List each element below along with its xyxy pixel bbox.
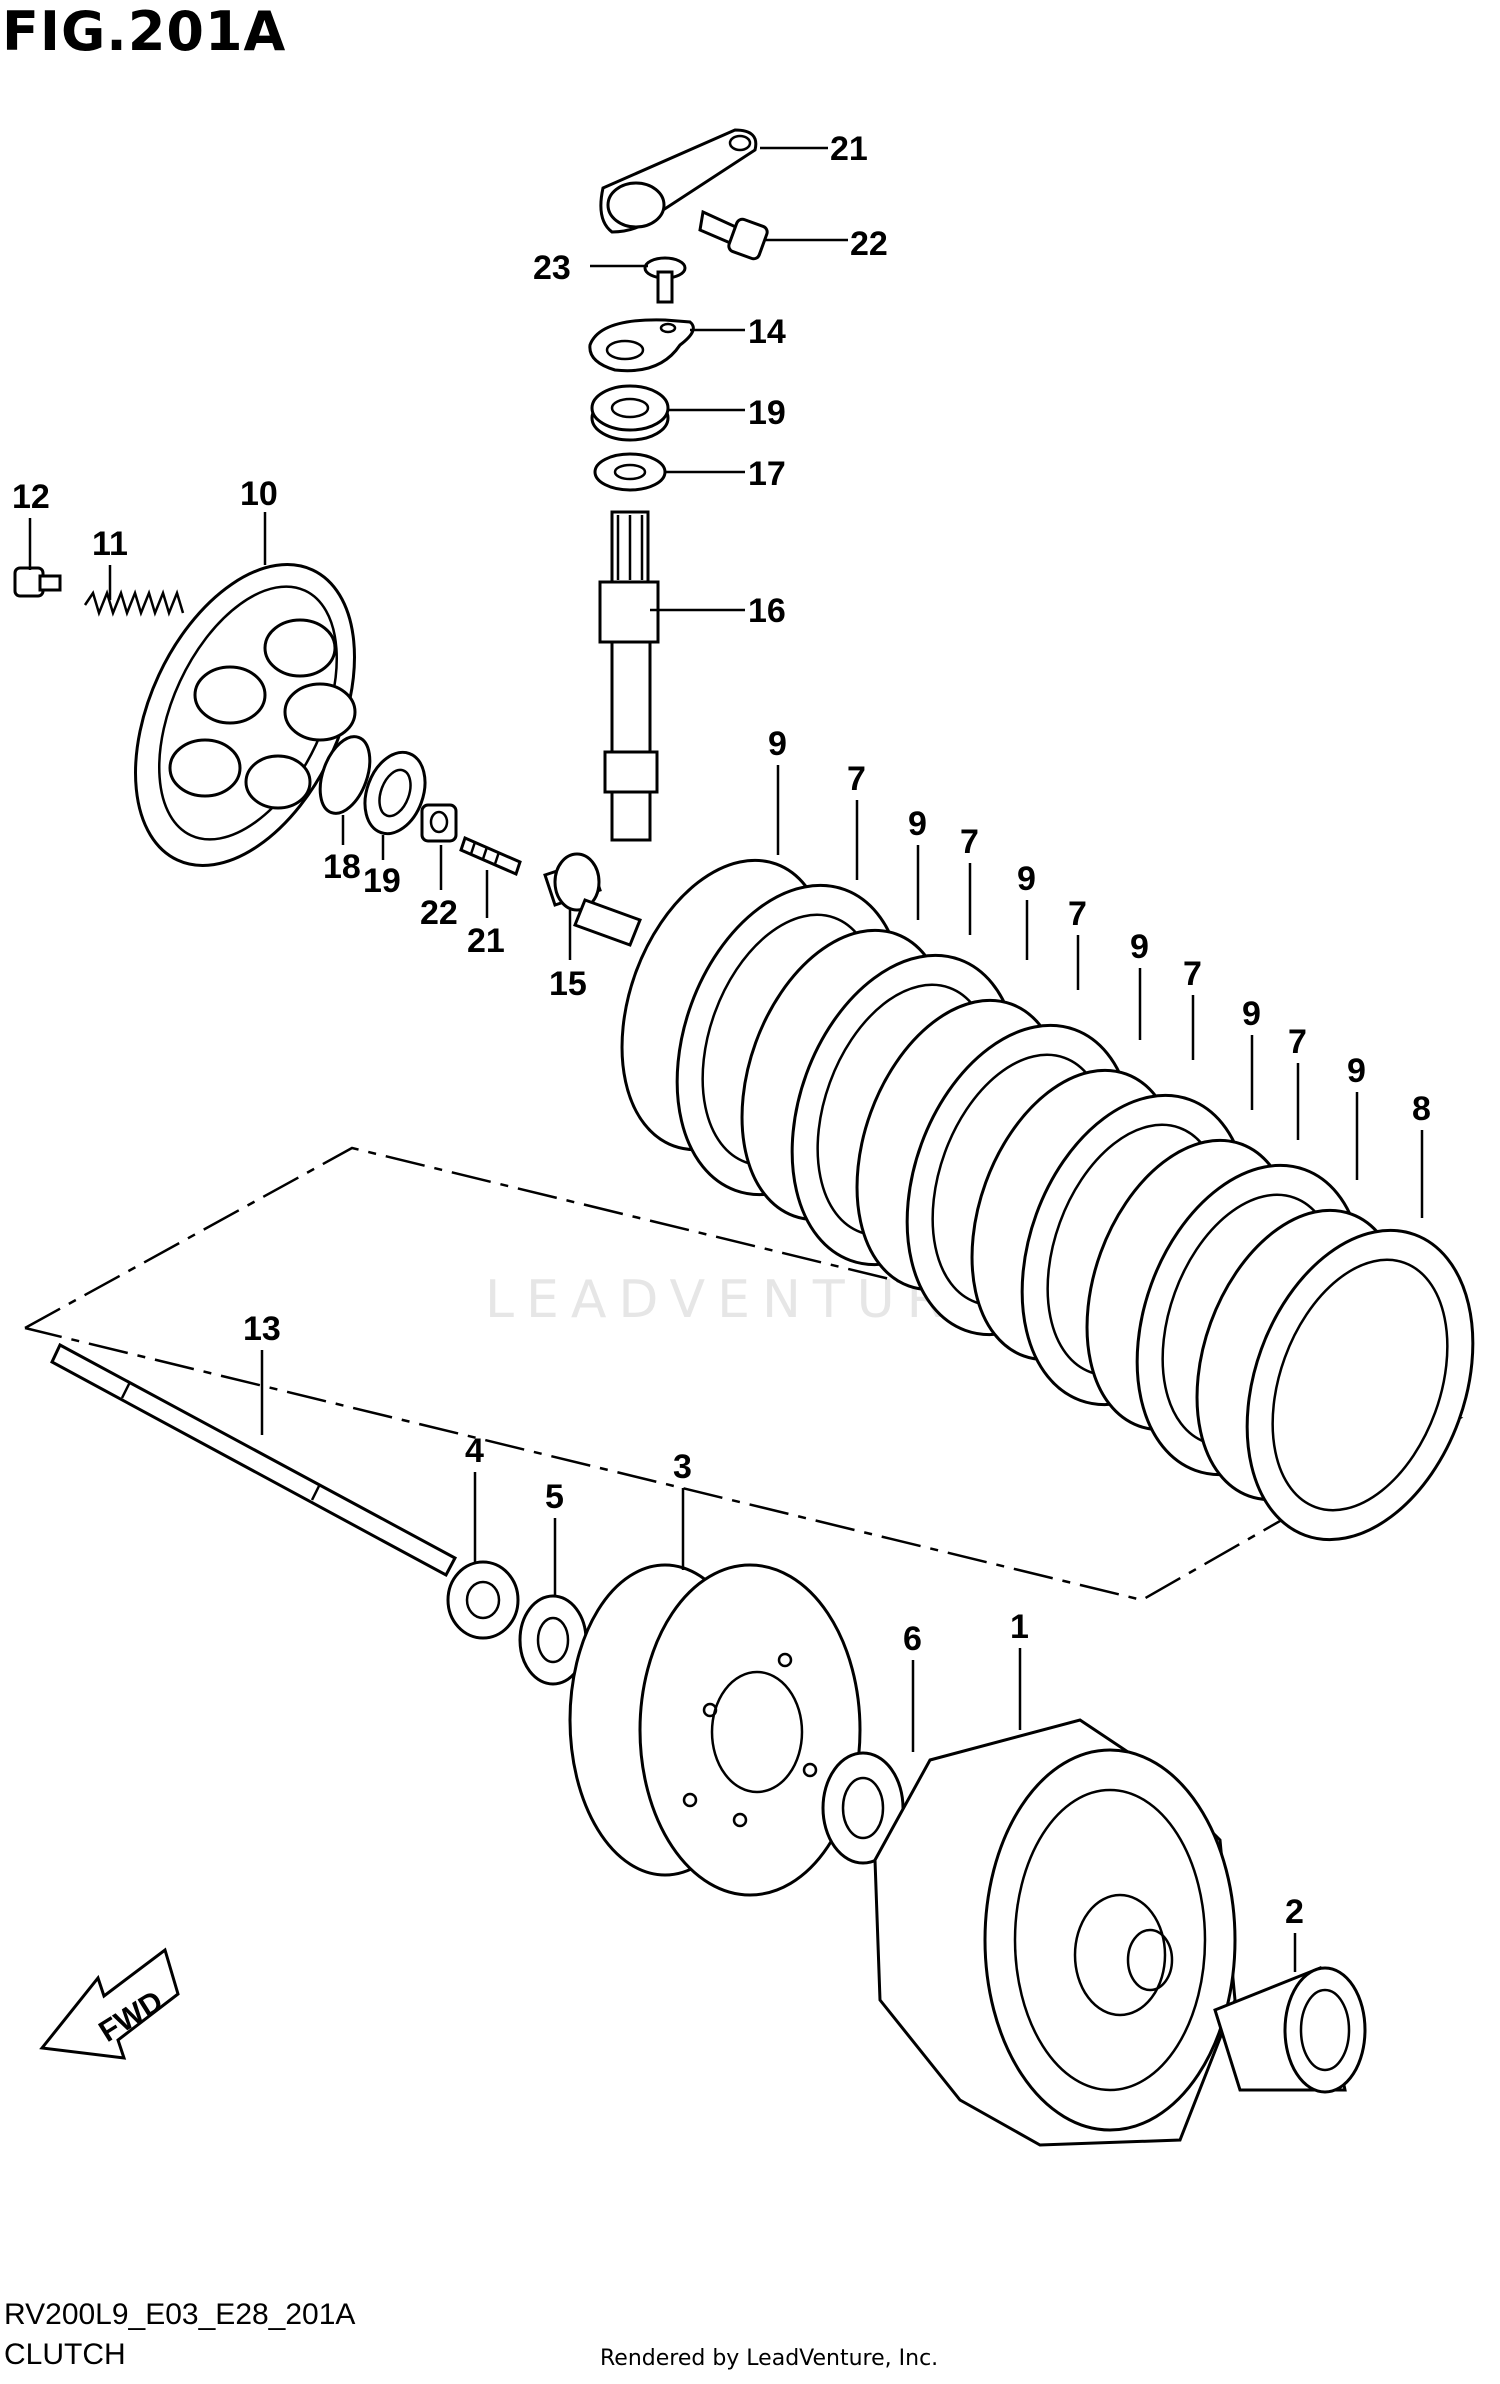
spacer-2[interactable]	[1213, 1965, 1367, 2094]
callout-9: 9	[1017, 860, 1036, 898]
callout-7: 7	[847, 760, 866, 798]
callout-12: 12	[12, 478, 50, 516]
callout-7: 7	[1068, 895, 1087, 933]
callout-9: 9	[1130, 928, 1149, 966]
push-rod-13[interactable]	[50, 1342, 458, 1578]
callout-21: 21	[467, 922, 505, 960]
callout-9: 9	[768, 725, 787, 763]
callout-16: 16	[748, 592, 786, 630]
clutch-spring-11[interactable]	[83, 589, 185, 617]
callout-6: 6	[903, 1620, 922, 1658]
callout-13: 13	[243, 1310, 281, 1348]
callout-9: 9	[908, 805, 927, 843]
callout-10: 10	[240, 475, 278, 513]
callout-7: 7	[960, 823, 979, 861]
figure-title: FIG.201A	[2, 0, 287, 63]
callout-11: 11	[92, 525, 128, 563]
clutch-plate-stack	[620, 858, 1500, 1572]
callout-23: 21	[830, 130, 868, 168]
diagram-code: RV200L9_E03_E28_201A	[4, 2298, 356, 2331]
callout-1: 1	[1010, 1608, 1029, 1646]
callout-14: 14	[748, 313, 786, 351]
callout-4: 4	[465, 1432, 484, 1470]
nut-4[interactable]	[446, 1560, 520, 1640]
callout-8: 8	[1412, 1090, 1431, 1128]
fwd-arrow-icon: FWD	[39, 1947, 180, 2060]
callout-24: 22	[850, 225, 888, 263]
callout-2: 2	[1285, 1893, 1304, 1931]
callout-20: 19	[748, 394, 786, 432]
render-credit: Rendered by LeadVenture, Inc.	[600, 2346, 939, 2371]
callout-labels: 21 22 23 14 19 17 16 10 11 12 18 19 22 2…	[12, 130, 1431, 1931]
screw-25[interactable]	[643, 256, 687, 304]
callout-7: 7	[1183, 955, 1202, 993]
bolt-12[interactable]	[13, 566, 62, 598]
plate-14[interactable]	[588, 318, 695, 373]
washer-17[interactable]	[593, 452, 667, 492]
callout-17: 17	[748, 455, 786, 493]
callout-3: 3	[673, 1448, 692, 1486]
pressure-plate-10[interactable]	[91, 530, 398, 900]
release-arm[interactable]	[599, 128, 758, 234]
adjust-screw-21[interactable]	[459, 835, 522, 877]
callout-25: 23	[533, 249, 571, 287]
callout-19: 19	[363, 862, 401, 900]
callout-9: 9	[1242, 995, 1261, 1033]
callout-18: 18	[323, 848, 361, 886]
leader-lines	[28, 146, 1424, 1972]
callout-15: 15	[549, 965, 587, 1003]
sleeve-hub-3[interactable]	[568, 1563, 862, 1897]
nut-22[interactable]	[420, 803, 458, 843]
push-piece-15[interactable]	[543, 852, 642, 947]
oil-seal-20[interactable]	[590, 384, 670, 442]
clutch-housing-1[interactable]	[873, 1718, 1237, 2147]
release-shaft-16[interactable]	[598, 510, 660, 842]
drive-plate-8[interactable]	[1207, 1199, 1500, 1572]
callout-7: 7	[1288, 1023, 1307, 1061]
callout-9: 9	[1347, 1052, 1366, 1090]
bearing-19[interactable]	[354, 744, 435, 842]
callout-22: 22	[420, 894, 458, 932]
bolt-24[interactable]	[698, 209, 769, 261]
ring-18[interactable]	[311, 730, 380, 820]
section-name: CLUTCH	[4, 2338, 126, 2371]
callout-5: 5	[545, 1478, 564, 1516]
